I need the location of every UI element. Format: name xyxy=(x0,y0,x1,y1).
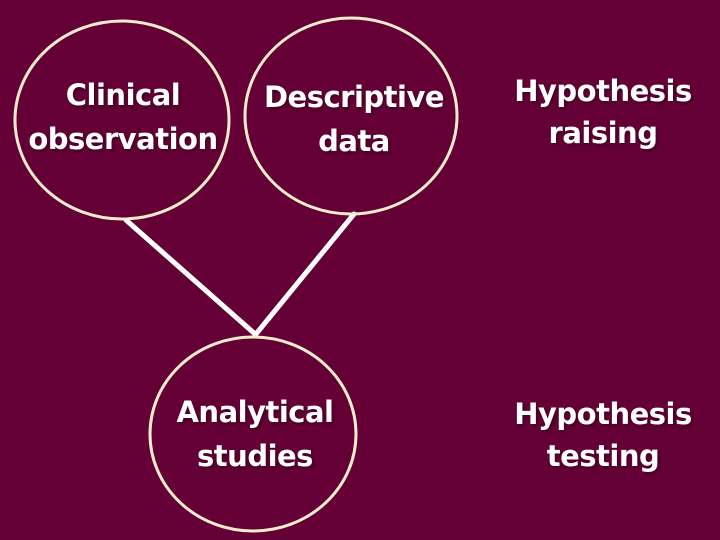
label-line: Descriptive xyxy=(263,80,445,114)
descriptive-data-circle xyxy=(243,16,459,216)
descriptive-data-label: Descriptive data xyxy=(244,75,464,163)
clinical-observation-label: Clinical observation xyxy=(8,73,238,161)
label-line: studies xyxy=(197,439,313,473)
label-line: data xyxy=(318,124,390,158)
label-line: Hypothesis xyxy=(514,397,692,431)
hypothesis-raising-label: Hypothesis raising xyxy=(488,70,718,154)
label-line: testing xyxy=(546,439,660,473)
label-line: observation xyxy=(28,122,218,156)
analytical-studies-label: Analytical studies xyxy=(145,390,365,478)
label-line: Analytical xyxy=(176,395,334,429)
clinical-observation-circle xyxy=(13,19,231,221)
label-line: raising xyxy=(548,116,658,150)
hypothesis-testing-label: Hypothesis testing xyxy=(488,393,718,477)
label-line: Clinical xyxy=(65,78,181,112)
label-line: Hypothesis xyxy=(514,74,692,108)
connector-clinical-to-analytical xyxy=(123,217,258,337)
analytical-studies-circle xyxy=(148,335,358,533)
connector-descriptive-to-analytical xyxy=(253,211,357,337)
